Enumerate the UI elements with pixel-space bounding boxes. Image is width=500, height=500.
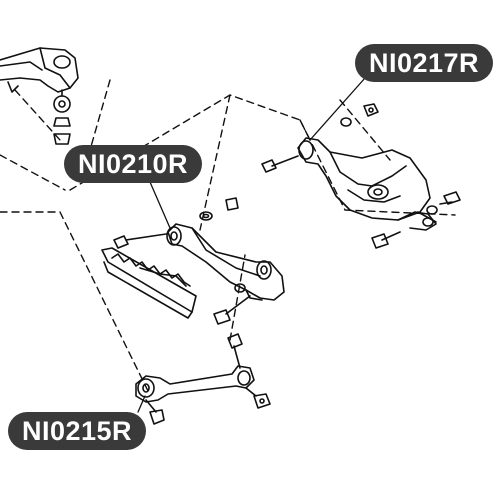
adjuster-plate-part xyxy=(101,247,197,319)
upper-control-arm-part xyxy=(261,103,461,249)
part-label-lower-link: NI0215R xyxy=(8,412,146,450)
subframe-mount-part xyxy=(0,47,79,145)
middle-link-arm-part xyxy=(113,197,285,325)
dashed-guide-lines xyxy=(0,79,456,396)
part-label-upper-arm: NI0217R xyxy=(355,44,493,82)
lower-lateral-link-part xyxy=(135,333,271,425)
part-label-middle-arm: NI0210R xyxy=(64,145,202,183)
leader-lines xyxy=(137,77,366,413)
